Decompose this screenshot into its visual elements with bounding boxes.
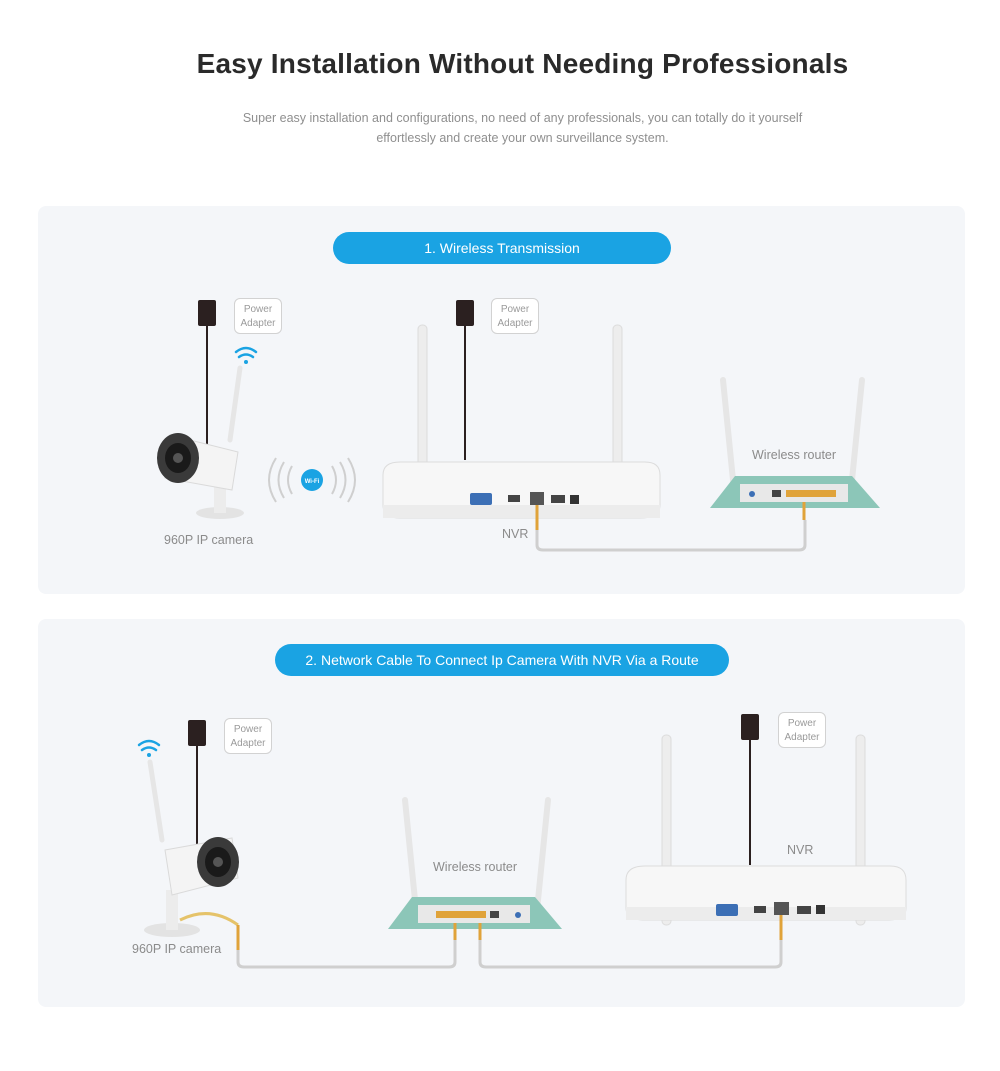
power-adapter-label-line1: Power <box>243 304 273 315</box>
nvr-power-adapter-icon <box>741 714 759 865</box>
network-cable <box>535 520 807 552</box>
router-label: Wireless router <box>433 860 518 874</box>
router-label: Wireless router <box>752 448 837 462</box>
power-adapter-label: Power Adapter <box>224 718 272 754</box>
nvr-power-adapter-label-line2: Adapter <box>497 318 533 329</box>
nvr-power-adapter-icon <box>456 300 474 460</box>
power-adapter-icon <box>198 300 216 445</box>
section-wireless-panel <box>38 206 965 594</box>
section-wireless-heading: 1. Wireless Transmission <box>333 232 671 264</box>
network-cable-nvr <box>478 940 783 969</box>
power-adapter-label-line1: Power <box>233 724 263 735</box>
power-adapter-label: Power Adapter <box>234 298 282 334</box>
wifi-signal-icon <box>137 739 161 757</box>
section-cable-heading: 2. Network Cable To Connect Ip Camera Wi… <box>275 644 729 676</box>
page-subtitle: Super easy installation and configuratio… <box>200 108 845 148</box>
wifi-waves-icon <box>268 457 356 503</box>
nvr-power-adapter-label: Power Adapter <box>491 298 539 334</box>
wireless-router-icon <box>388 797 562 940</box>
page-title: Easy Installation Without Needing Profes… <box>196 48 849 79</box>
nvr-power-adapter-label-line1: Power <box>500 304 530 315</box>
power-adapter-icon <box>188 720 206 850</box>
power-adapter-label-line2: Adapter <box>240 318 276 329</box>
wifi-badge <box>301 469 323 491</box>
nvr-device-icon <box>382 324 661 530</box>
nvr-power-adapter-label-line2: Adapter <box>784 732 820 743</box>
section-cable-panel <box>38 619 965 1007</box>
wireless-router-icon <box>710 377 880 520</box>
power-adapter-label-line2: Adapter <box>230 738 266 749</box>
ip-camera-icon <box>144 759 240 950</box>
wifi-signal-icon <box>234 346 258 364</box>
wifi-badge-text: Wi-Fi <box>305 479 320 485</box>
network-cable-camera <box>236 940 457 969</box>
nvr-label: NVR <box>502 527 529 541</box>
subtitle-line-1: Super easy installation and configuratio… <box>242 111 803 125</box>
ip-camera-icon <box>157 365 244 519</box>
nvr-power-adapter-label: Power Adapter <box>778 712 826 748</box>
camera-label: 960P IP camera <box>132 942 222 956</box>
nvr-power-adapter-label-line1: Power <box>787 718 817 729</box>
nvr-label: NVR <box>787 843 814 857</box>
camera-label: 960P IP camera <box>164 533 254 547</box>
nvr-device-icon <box>625 734 907 940</box>
subtitle-line-2: effortlessly and create your own surveil… <box>376 131 669 145</box>
